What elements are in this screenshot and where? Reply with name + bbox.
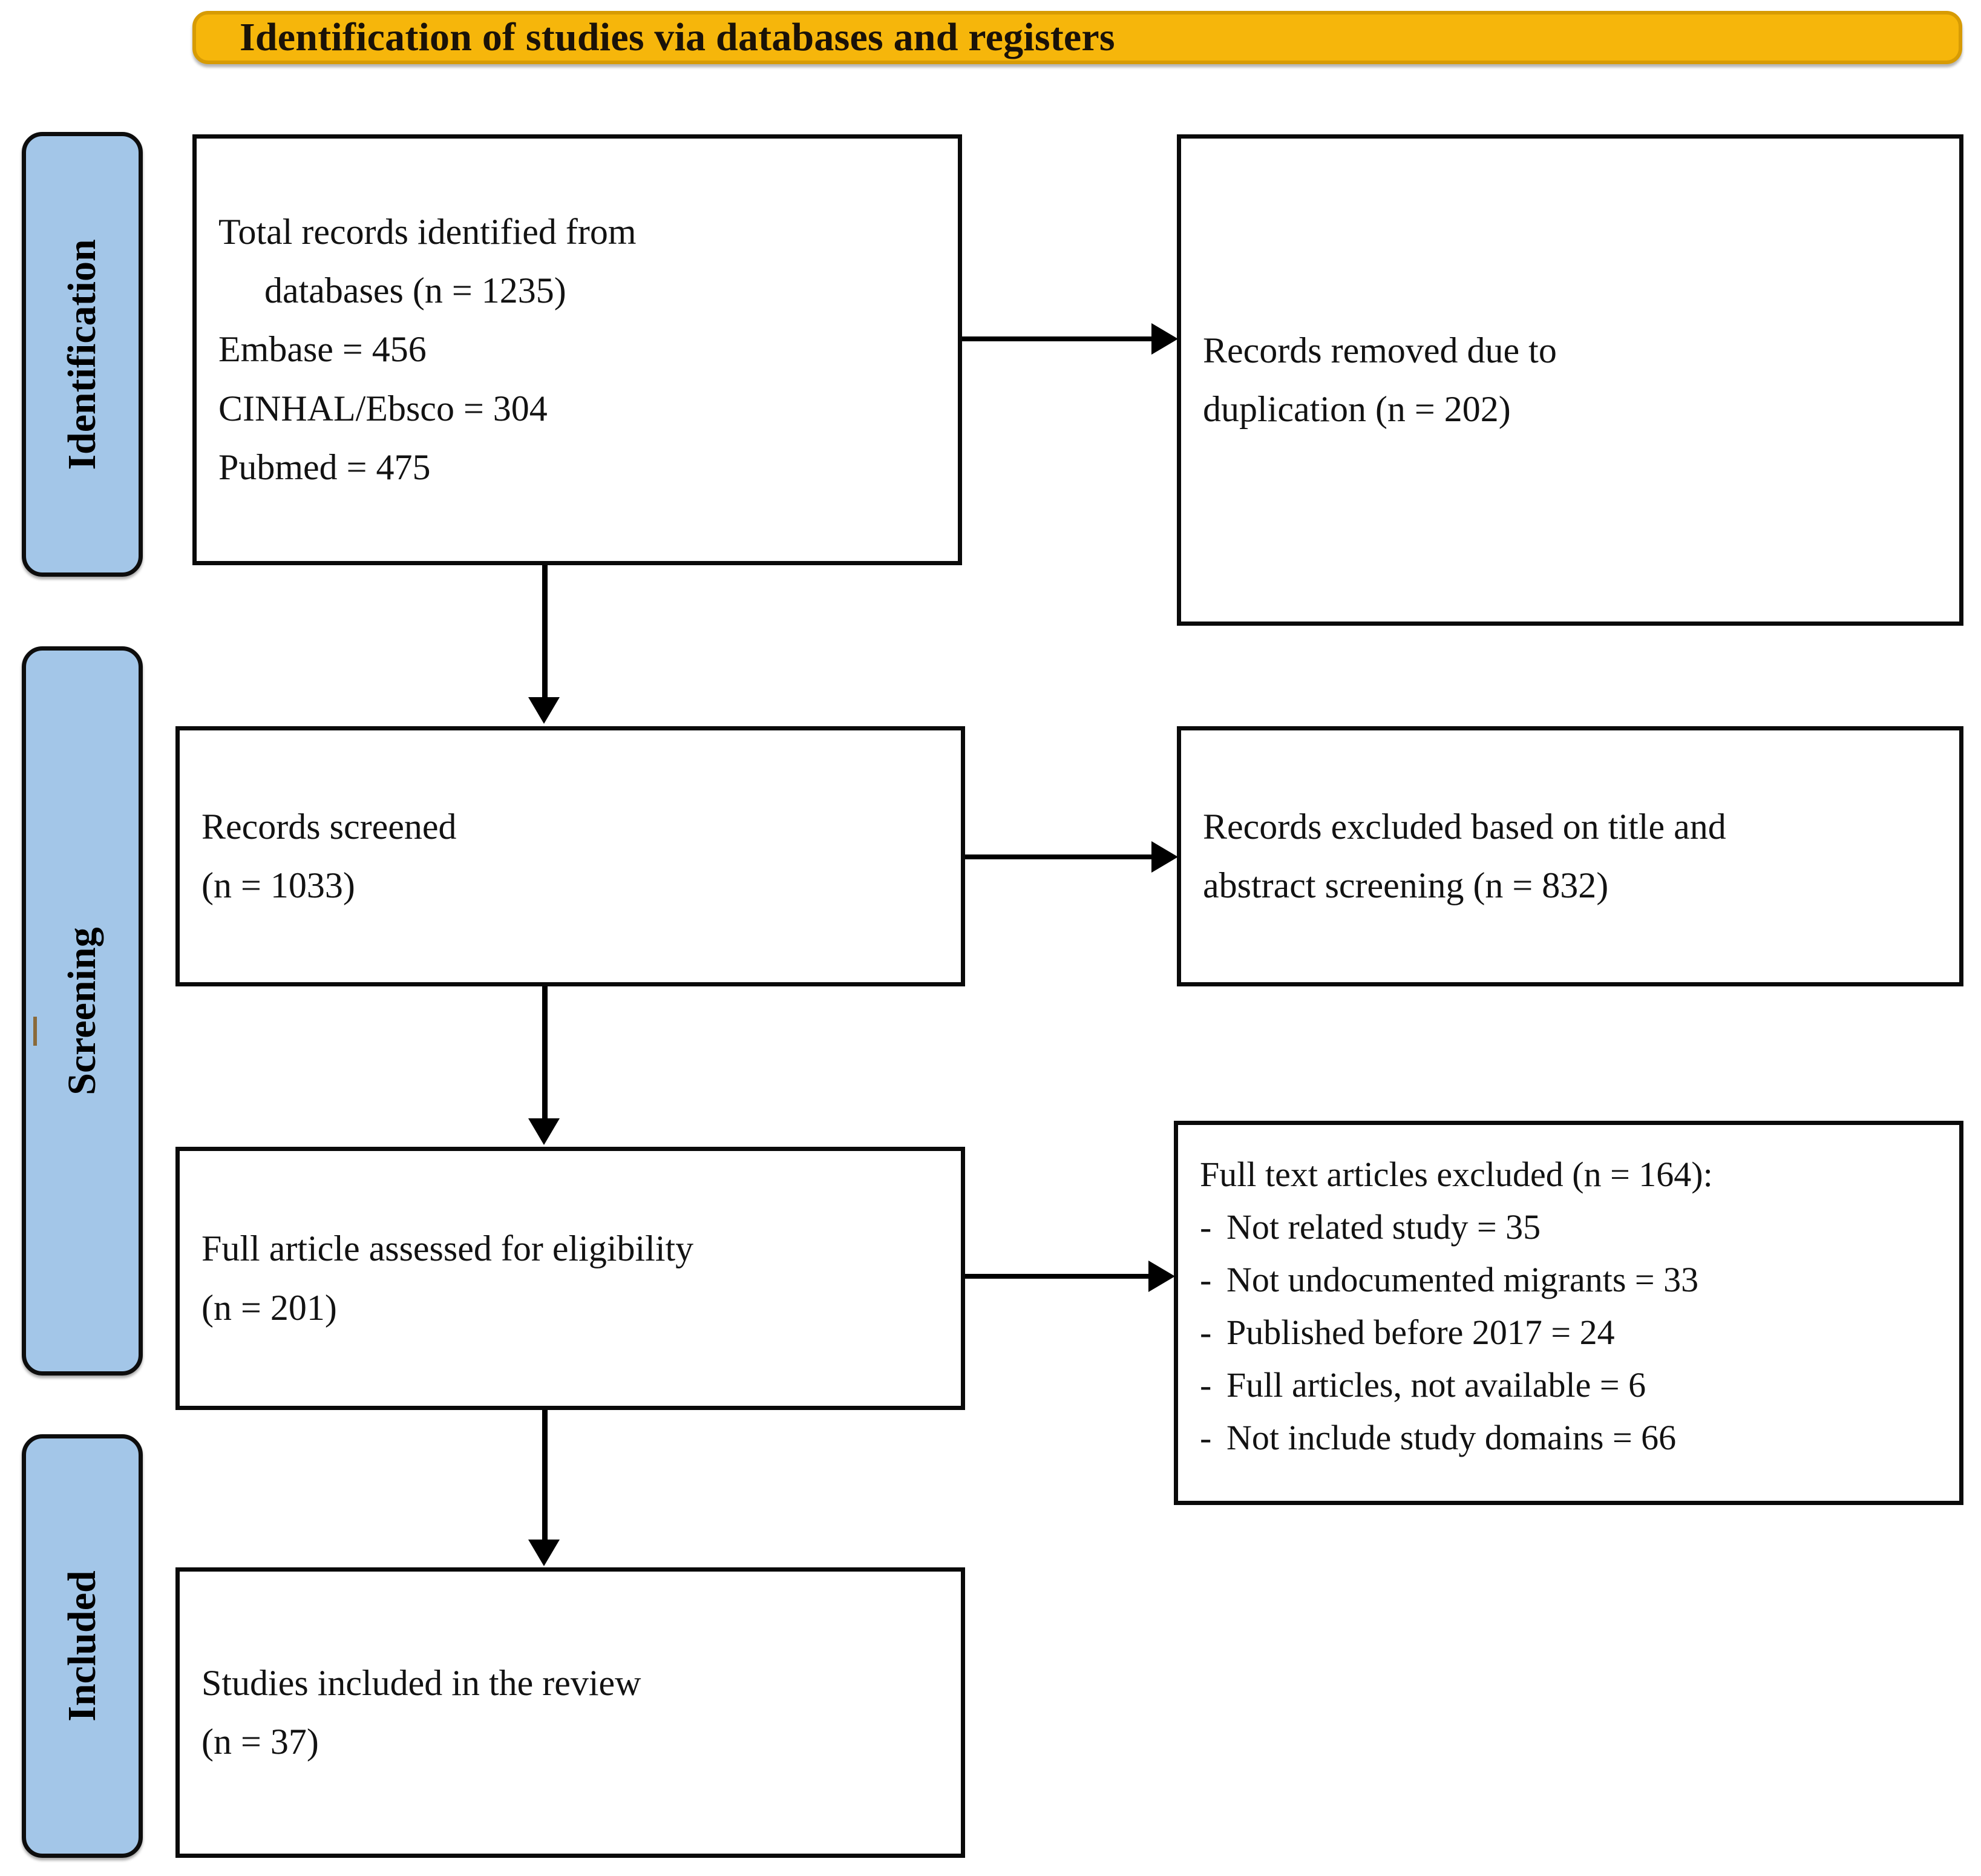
connector-screened-to-excluded bbox=[965, 854, 1159, 859]
exclusion-reason-text: Published before 2017 = 24 bbox=[1226, 1313, 1615, 1352]
exclusion-reason-row: - Published before 2017 = 24 bbox=[1200, 1306, 1937, 1359]
identified-line-3: Embase = 456 bbox=[218, 329, 427, 370]
bullet-dash-icon: - bbox=[1200, 1418, 1212, 1457]
identified-line-4: CINHAL/Ebsco = 304 bbox=[218, 388, 548, 428]
excluded-ta-line-1: Records excluded based on title and bbox=[1203, 806, 1726, 847]
connector-screened-to-eligibility bbox=[542, 986, 548, 1121]
connector-identified-to-screened bbox=[542, 565, 548, 701]
bullet-dash-icon: - bbox=[1200, 1260, 1212, 1299]
stage-screening-text: Screening bbox=[60, 927, 104, 1095]
arrowhead-right-icon bbox=[1148, 1261, 1175, 1292]
box-records-screened: Records screened (n = 1033) bbox=[175, 726, 965, 986]
diagram-banner: Identification of studies via databases … bbox=[192, 11, 1962, 64]
screened-line-2: (n = 1033) bbox=[201, 865, 355, 905]
box-records-excluded-title-abstract: Records excluded based on title and abst… bbox=[1177, 726, 1963, 986]
stage-label-screening: Screening bbox=[22, 646, 143, 1376]
included-line-2: (n = 37) bbox=[201, 1722, 319, 1762]
connector-eligibility-to-fulltext-excluded bbox=[965, 1274, 1156, 1279]
arrowhead-right-icon bbox=[1151, 323, 1178, 355]
exclusion-reason-row: - Not undocumented migrants = 33 bbox=[1200, 1253, 1937, 1306]
exclusion-reason-text: Not undocumented migrants = 33 bbox=[1226, 1260, 1699, 1299]
exclusion-reason-row: - Not include study domains = 66 bbox=[1200, 1411, 1937, 1464]
eligibility-line-1: Full article assessed for eligibility bbox=[201, 1228, 694, 1269]
box-studies-included: Studies included in the review (n = 37) bbox=[175, 1567, 965, 1858]
arrowhead-down-icon bbox=[528, 1118, 560, 1145]
arrowhead-down-icon bbox=[528, 697, 560, 724]
bullet-dash-icon: - bbox=[1200, 1313, 1212, 1352]
exclusion-reason-row: - Not related study = 35 bbox=[1200, 1201, 1937, 1253]
banner-title: Identification of studies via databases … bbox=[240, 15, 1115, 59]
screened-line-1: Records screened bbox=[201, 806, 457, 847]
screening-tick-mark bbox=[33, 1017, 37, 1046]
eligibility-line-2: (n = 201) bbox=[201, 1287, 337, 1328]
connector-eligibility-to-included bbox=[542, 1410, 548, 1542]
duplicates-line-1: Records removed due to bbox=[1203, 330, 1557, 370]
excluded-ta-line-2: abstract screening (n = 832) bbox=[1203, 865, 1609, 905]
stage-label-identification: Identification bbox=[22, 132, 143, 577]
bullet-dash-icon: - bbox=[1200, 1365, 1212, 1405]
duplicates-line-2: duplication (n = 202) bbox=[1203, 389, 1511, 429]
box-records-removed-duplication: Records removed due to duplication (n = … bbox=[1177, 134, 1963, 626]
identified-line-5: Pubmed = 475 bbox=[218, 447, 431, 487]
arrowhead-right-icon bbox=[1151, 841, 1178, 873]
identified-line-1: Total records identified from bbox=[218, 212, 637, 252]
box-full-article-eligibility: Full article assessed for eligibility (n… bbox=[175, 1147, 965, 1410]
fulltext-excluded-heading: Full text articles excluded (n = 164): bbox=[1200, 1155, 1713, 1194]
arrowhead-down-icon bbox=[528, 1540, 560, 1566]
stage-label-included: Included bbox=[22, 1434, 143, 1858]
stage-included-text: Included bbox=[60, 1570, 104, 1722]
exclusion-reason-row: - Full articles, not available = 6 bbox=[1200, 1359, 1937, 1411]
identified-line-2: databases (n = 1235) bbox=[264, 271, 566, 311]
box-records-identified: Total records identified from databases … bbox=[192, 134, 962, 565]
stage-identification-text: Identification bbox=[60, 238, 104, 470]
exclusion-reason-text: Full articles, not available = 6 bbox=[1226, 1365, 1646, 1405]
connector-identified-to-duplicates bbox=[962, 336, 1158, 341]
exclusion-reason-text: Not related study = 35 bbox=[1226, 1207, 1541, 1247]
bullet-dash-icon: - bbox=[1200, 1207, 1212, 1247]
included-line-1: Studies included in the review bbox=[201, 1662, 641, 1703]
box-full-text-articles-excluded: Full text articles excluded (n = 164): -… bbox=[1174, 1121, 1963, 1505]
exclusion-reason-text: Not include study domains = 66 bbox=[1226, 1418, 1677, 1457]
